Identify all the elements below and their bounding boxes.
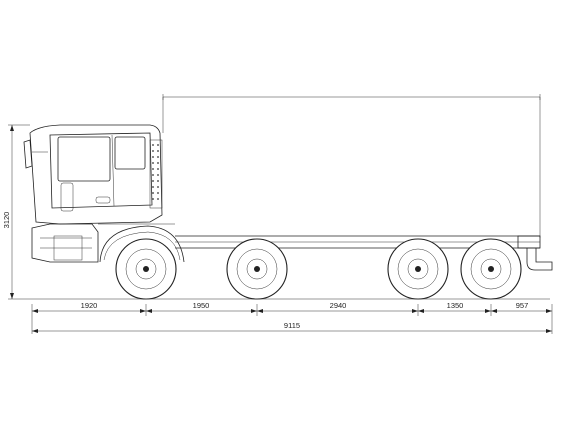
dim-label-2: 1950 bbox=[193, 301, 210, 310]
total-dimension-line bbox=[32, 329, 552, 333]
dim-label-4: 1350 bbox=[447, 301, 464, 310]
cab-vent-dots bbox=[152, 144, 159, 200]
dim-label-1: 1920 bbox=[81, 301, 98, 310]
total-dim-label: 9115 bbox=[284, 321, 300, 330]
axle-dimension-line bbox=[31, 304, 553, 334]
front-axle-wheel bbox=[115, 238, 177, 300]
third-axle-wheel bbox=[387, 238, 449, 300]
height-dim-label: 3120 bbox=[2, 212, 11, 229]
dim-label-5: 957 bbox=[516, 301, 529, 310]
rear-axle-wheel bbox=[460, 238, 522, 300]
cargo-body-outline bbox=[162, 94, 541, 238]
dim-label-3: 2940 bbox=[330, 301, 347, 310]
truck-cab bbox=[23, 124, 185, 263]
second-axle-wheel bbox=[226, 238, 288, 300]
height-dimension: 3120 bbox=[2, 124, 30, 300]
